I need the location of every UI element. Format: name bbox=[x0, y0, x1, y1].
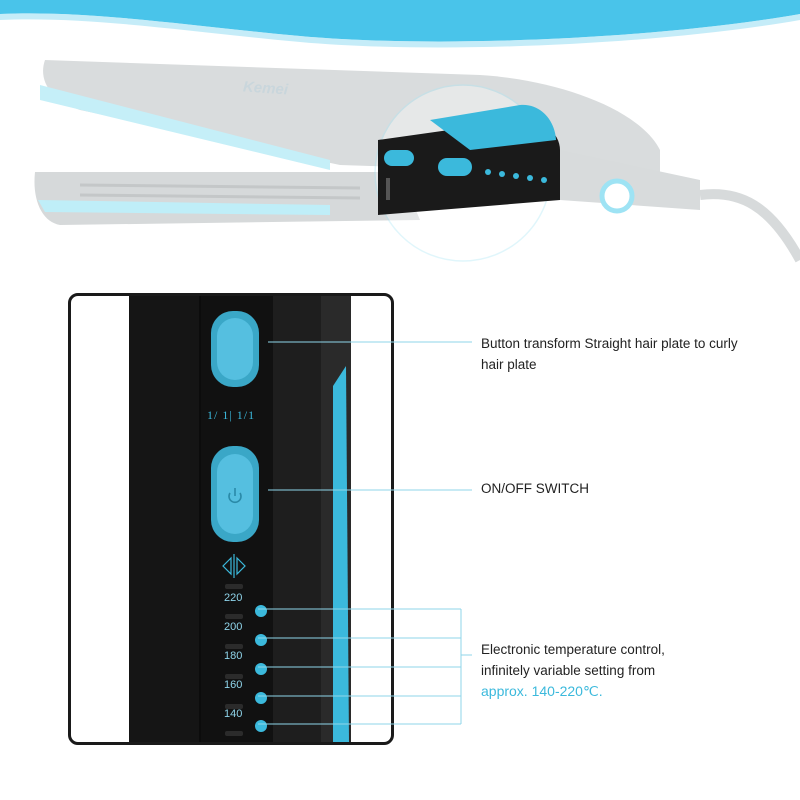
power-icon bbox=[228, 488, 242, 504]
temp-level-220: 220 bbox=[224, 592, 243, 604]
temp-level-140: 140 bbox=[224, 708, 243, 720]
hair-iron-image bbox=[34, 60, 800, 263]
mode-toggle-icon bbox=[222, 554, 246, 578]
top-wave-banner bbox=[0, 0, 800, 48]
control-closeup-panel: 1/ 1| 1/1 220 200 180 160 140 bbox=[68, 293, 394, 745]
iron-brand-logo: Kemei bbox=[242, 78, 289, 99]
control-closeup-image bbox=[129, 296, 351, 742]
callout-power-switch: ON/OFF SWITCH bbox=[481, 481, 589, 496]
callout-temp-line2: infinitely variable setting from bbox=[481, 663, 656, 678]
temp-level-180: 180 bbox=[224, 650, 243, 662]
temp-level-200: 200 bbox=[224, 621, 243, 633]
callout-mode-button: Button transform Straight hair plate to … bbox=[481, 336, 738, 372]
callout-temperature: Electronic temperature control, infinite… bbox=[481, 639, 741, 702]
callout-temp-range: approx. 140-220℃. bbox=[481, 683, 603, 699]
mode-marks-label: 1/ 1| 1/1 bbox=[207, 408, 256, 422]
temp-level-160: 160 bbox=[224, 679, 243, 691]
callout-temp-line1: Electronic temperature control, bbox=[481, 642, 665, 657]
